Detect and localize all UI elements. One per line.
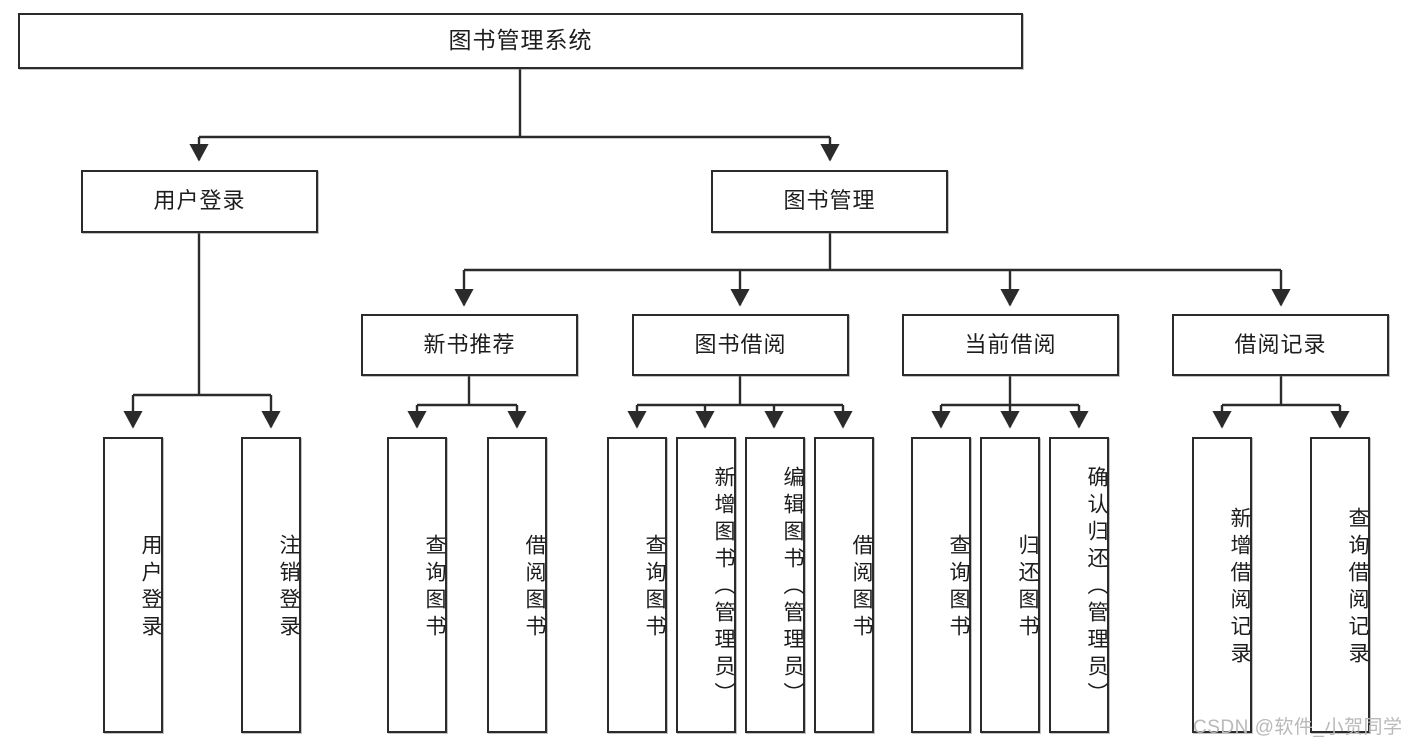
node-book-management[interactable]: 图书管理 bbox=[711, 170, 948, 233]
leaf-confirm-return-admin[interactable]: 确认归还（管理员） bbox=[1049, 437, 1109, 733]
node-label: 查询图书 bbox=[643, 534, 666, 642]
node-new-book-recommend[interactable]: 新书推荐 bbox=[361, 314, 578, 376]
node-label: 归还图书 bbox=[1016, 534, 1039, 642]
node-root-book-management-system[interactable]: 图书管理系统 bbox=[18, 13, 1023, 69]
leaf-add-borrow-record[interactable]: 新增借阅记录 bbox=[1192, 437, 1252, 733]
leaf-return-books[interactable]: 归还图书 bbox=[980, 437, 1040, 733]
node-label: 新增图书（管理员） bbox=[712, 465, 735, 709]
leaf-logout[interactable]: 注销登录 bbox=[241, 437, 301, 733]
node-current-borrow[interactable]: 当前借阅 bbox=[902, 314, 1119, 376]
leaf-add-book-admin[interactable]: 新增图书（管理员） bbox=[676, 437, 736, 733]
leaf-borrow-books[interactable]: 借阅图书 bbox=[814, 437, 874, 733]
node-label: 借阅记录 bbox=[1234, 331, 1327, 357]
node-label: 查询图书 bbox=[947, 534, 970, 642]
node-label: 图书管理 bbox=[783, 188, 876, 214]
node-label: 编辑图书（管理员） bbox=[781, 465, 804, 709]
node-label: 图书管理系统 bbox=[448, 27, 593, 54]
node-label: 确认归还（管理员） bbox=[1085, 465, 1108, 709]
node-label: 用户登录 bbox=[139, 534, 162, 642]
node-label: 用户登录 bbox=[153, 188, 246, 214]
node-borrow-records[interactable]: 借阅记录 bbox=[1172, 314, 1389, 376]
node-label: 图书借阅 bbox=[694, 331, 787, 357]
node-label: 新书推荐 bbox=[423, 331, 516, 357]
node-user-login[interactable]: 用户登录 bbox=[81, 170, 318, 233]
leaf-query-books-current[interactable]: 查询图书 bbox=[911, 437, 971, 733]
leaf-query-books-borrow[interactable]: 查询图书 bbox=[607, 437, 667, 733]
node-label: 借阅图书 bbox=[850, 534, 873, 642]
leaf-query-borrow-record[interactable]: 查询借阅记录 bbox=[1310, 437, 1370, 733]
leaf-edit-book-admin[interactable]: 编辑图书（管理员） bbox=[745, 437, 805, 733]
node-label: 借阅图书 bbox=[523, 534, 546, 642]
node-label: 注销登录 bbox=[277, 534, 300, 642]
node-label: 当前借阅 bbox=[964, 331, 1057, 357]
node-label: 新增借阅记录 bbox=[1228, 507, 1251, 669]
node-book-borrow[interactable]: 图书借阅 bbox=[632, 314, 849, 376]
node-label: 查询借阅记录 bbox=[1346, 507, 1369, 669]
node-label: 查询图书 bbox=[423, 534, 446, 642]
watermark-credit: CSDN @软件_小贺同学 bbox=[1193, 717, 1403, 738]
leaf-query-books-recommend[interactable]: 查询图书 bbox=[387, 437, 447, 733]
leaf-borrow-books-recommend[interactable]: 借阅图书 bbox=[487, 437, 547, 733]
leaf-user-login[interactable]: 用户登录 bbox=[103, 437, 163, 733]
